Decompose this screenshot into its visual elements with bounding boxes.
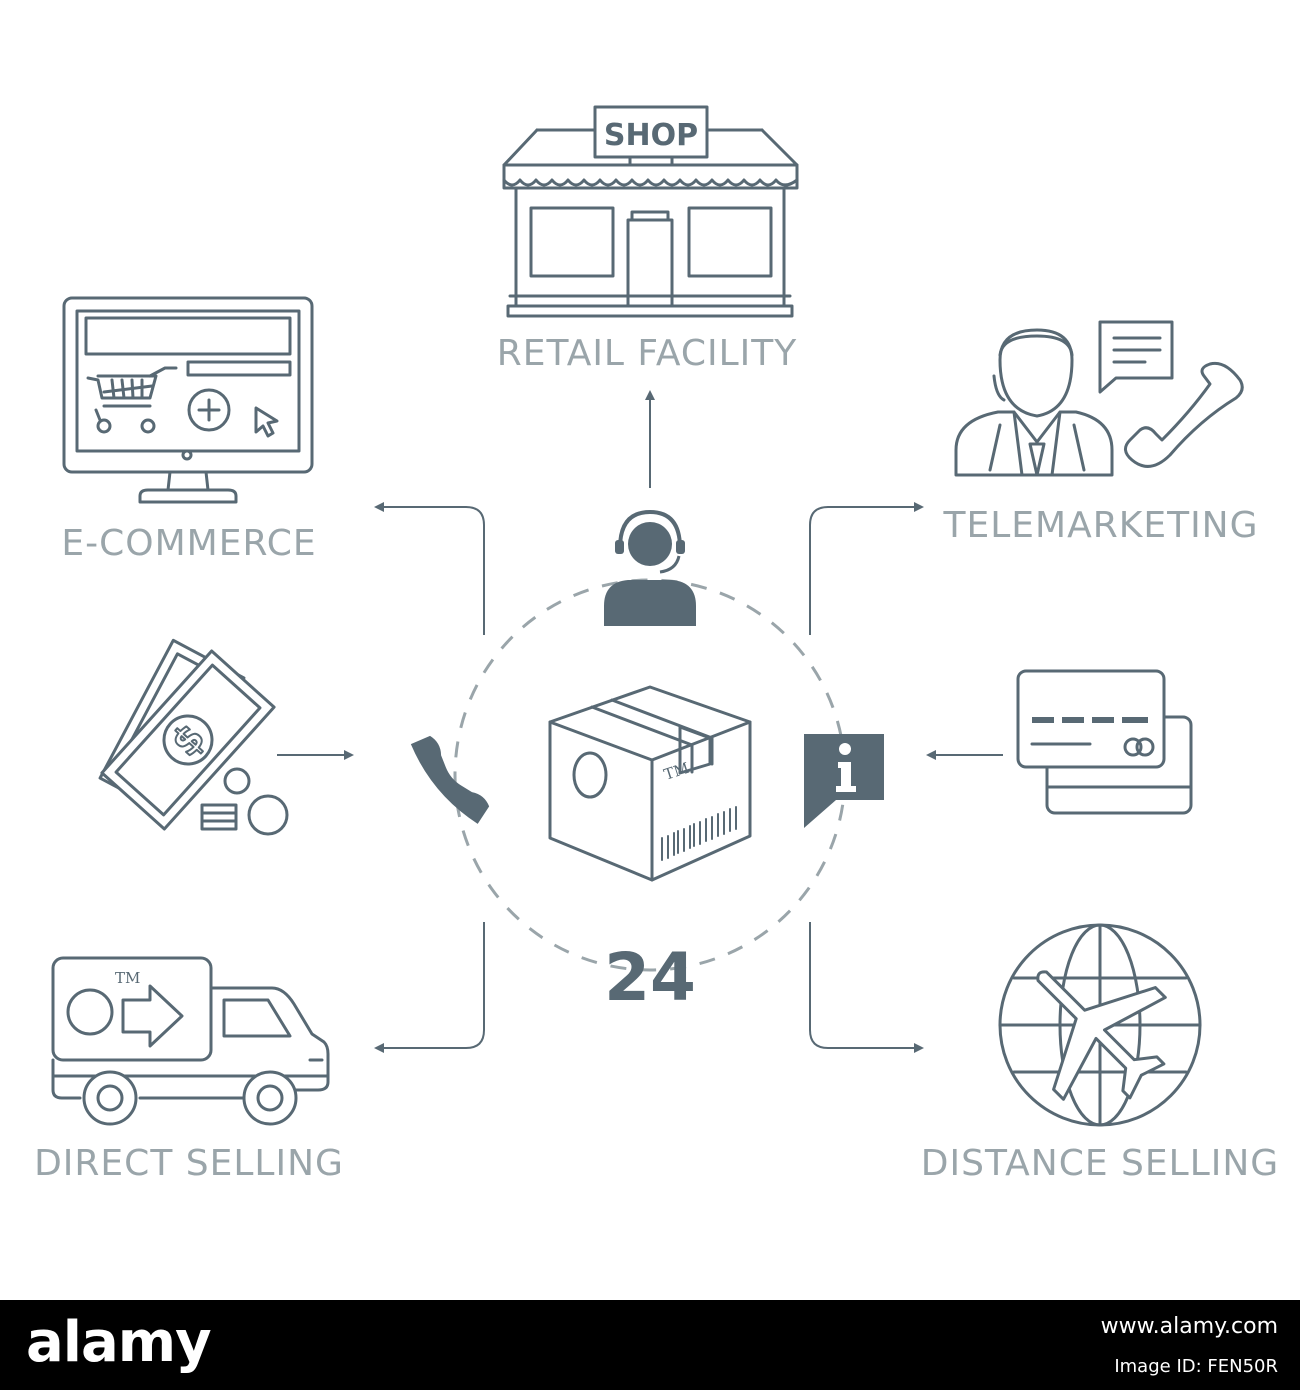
van-icon xyxy=(51,956,330,1126)
arrow-to-direct-selling xyxy=(374,922,485,1053)
label-direct-selling: DIRECT SELLING xyxy=(34,1143,344,1184)
alamy-logo: alamy xyxy=(26,1310,212,1375)
dashed-ring xyxy=(453,578,847,972)
arrow-to-ecommerce xyxy=(374,502,485,635)
credit-card-icon xyxy=(1016,669,1193,815)
box-trademark: TM xyxy=(662,759,692,784)
arrow-to-telemarketing xyxy=(809,502,924,635)
alamy-url: www.alamy.com xyxy=(1100,1314,1278,1339)
label-e-commerce: E-COMMERCE xyxy=(61,523,316,564)
package-box-icon xyxy=(548,685,752,882)
label-retail-facility: RETAIL FACILITY xyxy=(497,333,798,374)
sales-channels-diagram: TM 24 SHOP xyxy=(34,105,1279,1184)
operator-phone-icon xyxy=(954,320,1244,477)
globe-plane-icon xyxy=(998,923,1202,1127)
center-number: 24 xyxy=(604,939,696,1016)
cash-icon: $ xyxy=(98,638,289,836)
monitor-cart-icon xyxy=(62,296,314,504)
shop-sign: SHOP xyxy=(604,118,698,153)
connectors xyxy=(277,390,1003,1053)
label-telemarketing: TELEMARKETING xyxy=(942,505,1258,546)
label-distance-selling: DISTANCE SELLING xyxy=(921,1143,1279,1184)
van-trademark: TM xyxy=(115,969,140,987)
image-id: Image ID: FEN50R xyxy=(1114,1356,1278,1377)
info-icon xyxy=(804,734,884,828)
shop-icon xyxy=(502,105,799,318)
arrow-to-distance-selling xyxy=(809,922,924,1053)
phone-handset-icon xyxy=(410,735,490,824)
watermark-footer: alamy www.alamy.com Image ID: FEN50R xyxy=(0,1300,1300,1390)
headset-agent-icon xyxy=(604,509,696,626)
